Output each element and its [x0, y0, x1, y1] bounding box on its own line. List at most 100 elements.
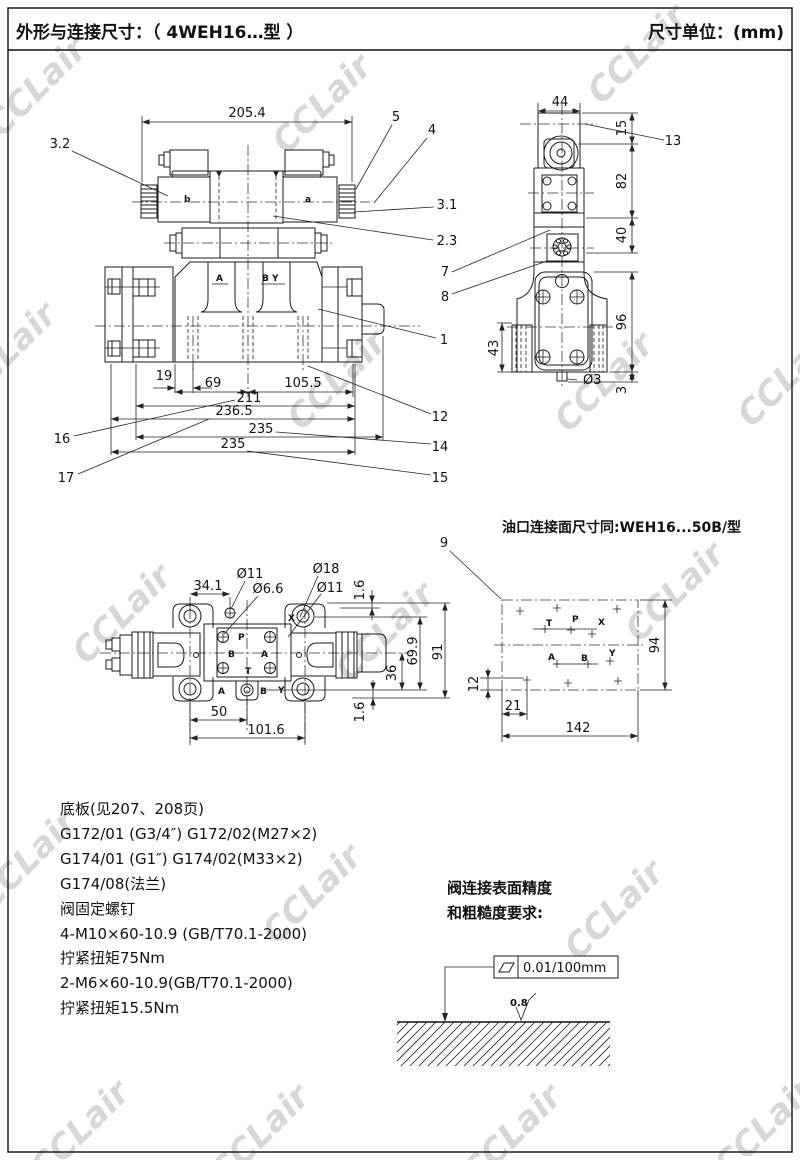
front-port-a-label: A: [216, 274, 223, 284]
dim-43: 43: [487, 340, 502, 357]
note-line: 2-M6×60-10.9(GB/T70.1-2000): [60, 974, 293, 992]
note-line: G172/01 (G3/4″) G172/02(M27×2): [60, 825, 317, 843]
page-frame: 外形与连接尺寸：（ 4WEH16…型 ） 尺寸单位：(mm): [7, 7, 793, 1153]
note-line: 阀固定螺钉: [60, 900, 135, 918]
port-face-marks: [516, 604, 622, 687]
flatness-icon: [498, 962, 515, 973]
solenoid-b-label: b: [184, 195, 191, 205]
dim-69: 69: [205, 376, 222, 391]
top-solenoid-left: [105, 631, 201, 679]
watermark-text: CCLair: [0, 293, 66, 410]
label-3-1: 3.1: [437, 198, 458, 213]
watermark-text: CCLair: [455, 1075, 572, 1160]
dim-105-5: 105.5: [284, 376, 321, 391]
dim-235-b: 235: [221, 437, 246, 452]
label-2-3: 2.3: [437, 234, 458, 249]
dim-91: 91: [431, 644, 446, 661]
label-1: 1: [440, 333, 448, 348]
dim-101-6: 101.6: [247, 723, 284, 738]
dim-69-9: 69.9: [406, 637, 421, 666]
plate-bolts: [217, 631, 276, 674]
watermark-text: CCLair: [23, 1071, 140, 1160]
watermark-text: CCLair: [730, 318, 800, 435]
side-view: 44 15 82 40 96 3 43 Ø3 13: [487, 95, 681, 394]
surface-finish: 阀连接表面精度 和粗糙度要求: 0.01/100mm 0.8: [397, 879, 619, 1066]
dim-dia6-6: Ø6.6: [253, 582, 284, 597]
note-line: 4-M10×60-10.9 (GB/T70.1-2000): [60, 925, 307, 943]
dim-235-a: 235: [249, 422, 274, 437]
note-line: G174/08(法兰): [60, 875, 166, 893]
label-7: 7: [441, 265, 449, 280]
dim-dia11-right: Ø11: [317, 581, 344, 596]
pface-port-t: T: [546, 619, 553, 629]
watermark-text: CCLair: [618, 533, 735, 650]
top-dimensions: 34.1 Ø11 Ø6.6 Ø18 Ø11 1.6 69.9 91 36 1.6…: [189, 562, 450, 743]
side-dimensions: 44 15 82 40 96 3 43 Ø3 13: [487, 95, 681, 394]
top-port-x: X: [288, 614, 295, 624]
label-15: 15: [432, 471, 449, 486]
notes-block: 底板(见207、208页) G172/01 (G3/4″) G172/02(M2…: [60, 800, 317, 1017]
dim-dia11-left: Ø11: [237, 567, 264, 582]
dim-3: 3: [615, 386, 630, 394]
end-block-left: [104, 266, 174, 363]
watermark-text: CCLair: [707, 1068, 800, 1160]
top-port-a: A: [261, 650, 268, 660]
unit-label: 尺寸单位：(mm): [648, 22, 784, 43]
port-tower-a: [200, 262, 243, 313]
label-12: 12: [432, 410, 449, 425]
top-view: P B A T X A B Y 34.1 Ø11 Ø6.6 Ø18: [100, 562, 450, 745]
dim-205-4: 205.4: [228, 106, 265, 121]
top-port-b2: B: [260, 687, 267, 697]
watermark-text: CCLair: [203, 1075, 320, 1160]
dim-1-6-bottom: 1.6: [353, 702, 368, 723]
dim-12: 12: [467, 676, 482, 693]
top-port-y: Y: [277, 686, 285, 696]
pface-port-a: A: [548, 653, 555, 663]
dim-21: 21: [505, 699, 522, 714]
dim-236-5: 236.5: [215, 404, 252, 419]
manual-override-knob-right: [338, 184, 356, 219]
label-3-2: 3.2: [50, 137, 71, 152]
dim-36: 36: [385, 665, 400, 682]
note-line: G174/01 (G1″) G174/02(M33×2): [60, 850, 303, 868]
page-title: 外形与连接尺寸：（ 4WEH16…型 ）: [16, 22, 303, 43]
top-port-a2: A: [218, 687, 225, 697]
watermark-text: CCLair: [65, 555, 182, 672]
port-face-title: 油口连接面尺寸同:WEH16...50B/型: [502, 519, 741, 536]
label-13: 13: [665, 134, 682, 149]
dim-40: 40: [615, 227, 630, 244]
side-bolt-circles: [535, 274, 585, 365]
port-face: 油口连接面尺寸同:WEH16...50B/型 9 T P X A B Y 94 …: [440, 519, 741, 742]
port-face-dims: 94 12 21 142: [467, 599, 672, 742]
label-17: 17: [58, 471, 75, 486]
dim-96: 96: [615, 314, 630, 331]
top-port-p: P: [238, 633, 245, 643]
dim-dia18: Ø18: [313, 562, 340, 577]
front-port-by-label: B Y: [262, 274, 279, 284]
pface-port-x: X: [598, 618, 605, 628]
end-block-right: [321, 266, 385, 363]
solenoid-a-label: a: [305, 195, 311, 205]
watermark-text: CCLair: [0, 28, 96, 145]
note-line: 拧紧扭矩15.5Nm: [60, 999, 179, 1017]
top-solenoid-right: [290, 631, 387, 679]
roughness-icon: [515, 992, 537, 1022]
label-9: 9: [440, 536, 448, 551]
dim-15: 15: [615, 120, 630, 137]
dim-142: 142: [566, 721, 591, 736]
pface-port-p: P: [572, 615, 579, 625]
surface-note-2: 和粗糙度要求:: [447, 904, 543, 922]
dim-44: 44: [552, 95, 569, 110]
label-5: 5: [392, 110, 400, 125]
note-line: 拧紧扭矩75Nm: [60, 949, 165, 967]
dim-50: 50: [211, 705, 228, 720]
pface-port-y: Y: [608, 649, 616, 659]
top-port-t: T: [245, 667, 252, 677]
manual-override-knob-left: [140, 184, 158, 219]
watermark-text: CCLair: [580, 0, 697, 112]
dim-211: 211: [237, 391, 262, 406]
front-view: b a A B Y: [50, 106, 551, 486]
pface-port-b: B: [581, 654, 588, 664]
top-port-b: B: [228, 650, 235, 660]
